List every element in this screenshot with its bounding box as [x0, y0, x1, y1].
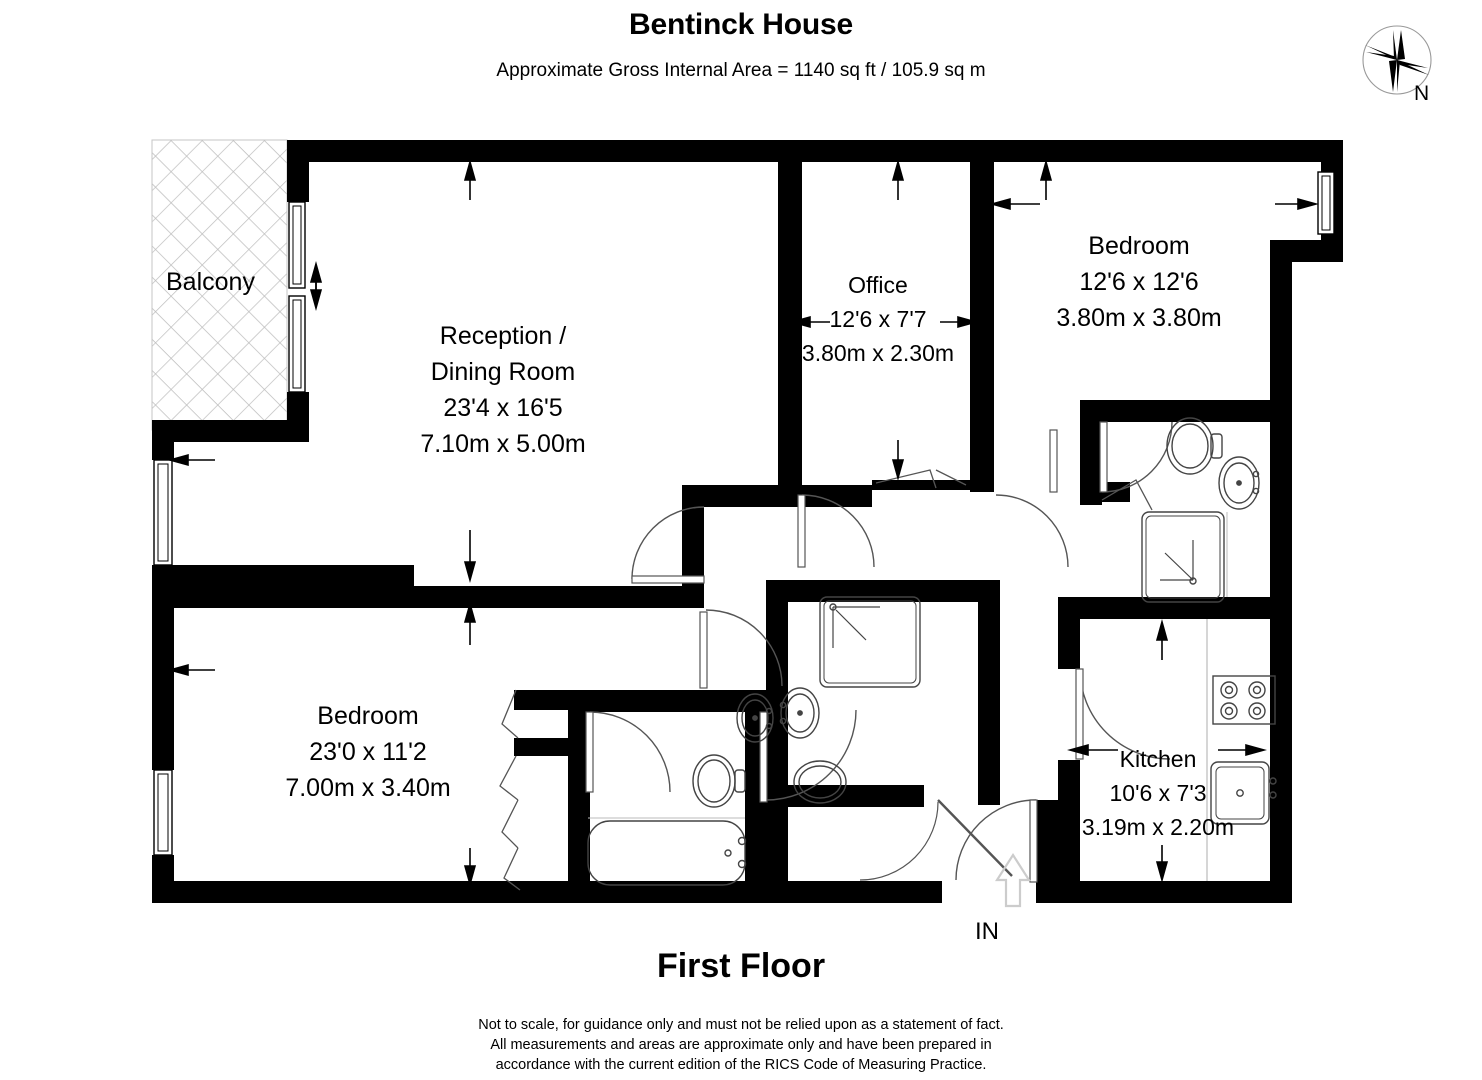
room-label-office: Office 12'6 x 7'7 3.80m x 2.30m — [801, 272, 955, 366]
compass-rose: N — [1352, 18, 1462, 108]
dim-office-horizontal — [789, 315, 979, 329]
window-balcony-door — [288, 201, 306, 393]
floorplan-drawing — [151, 139, 1343, 908]
disclaimer-line-2: All measurements and areas are approxima… — [490, 1037, 992, 1053]
fixture-toilet-central — [793, 760, 847, 804]
fixture-sink-kitchen — [1210, 761, 1277, 825]
page-subtitle: Approximate Gross Internal Area = 1140 s… — [496, 60, 986, 81]
window-reception-left — [153, 459, 173, 566]
fixture-bathtub-main — [587, 817, 747, 886]
door-reception-hall — [631, 506, 705, 584]
fixture-toilet-ensuite — [1166, 417, 1223, 475]
windows — [153, 171, 1335, 856]
dim-balcony-vertical — [309, 261, 323, 311]
door-corridor-angled — [859, 799, 1013, 881]
fixture-basin-main — [736, 693, 774, 743]
door-bedroom-main — [995, 429, 1069, 568]
door-kitchen — [1075, 668, 1171, 760]
fixture-basin-ensuite — [1218, 456, 1260, 510]
doors — [499, 421, 1173, 891]
window-bedroom-bay — [1317, 171, 1335, 235]
disclaimer-line-1: Not to scale, for guidance only and must… — [478, 1017, 1004, 1033]
dim-bedroom-main — [989, 159, 1319, 211]
door-main-bathroom — [585, 711, 671, 793]
door-entrance — [955, 799, 1038, 883]
wardrobe-bifold-doors — [499, 689, 521, 891]
page-title: Bentinck House — [629, 8, 853, 41]
fixture-basin-central — [779, 687, 820, 739]
entrance-label: IN — [975, 918, 999, 945]
floor-label: First Floor — [656, 947, 826, 985]
dim-office-vertical — [891, 159, 905, 481]
dim-reception-vertical — [463, 159, 477, 887]
door-ensuite — [1099, 421, 1173, 493]
dimension-arrows — [167, 159, 1319, 887]
room-label-kitchen: Kitchen 10'6 x 7'3 3.19m x 2.20m — [1081, 746, 1235, 840]
fixture-toilet-main — [692, 754, 746, 808]
dim-left-horizontal — [167, 453, 215, 677]
disclaimer-line-3: accordance with the current edition of t… — [495, 1057, 987, 1073]
door-hall-corridor — [699, 609, 783, 689]
door-central-bathroom — [759, 709, 857, 803]
dim-ensuite-vertical — [1155, 619, 1169, 660]
fixture-shower-central — [819, 596, 921, 688]
disclaimer: Not to scale, for guidance only and must… — [0, 1015, 1482, 1075]
room-label-reception-dining: Reception / Dining Room 23'4 x 16'5 7.10… — [420, 322, 586, 458]
door-office — [797, 494, 875, 568]
balcony-area — [151, 139, 288, 431]
compass-north-label: N — [1414, 82, 1430, 105]
fixture-hob-kitchen — [1212, 675, 1276, 725]
room-label-bedroom-main: Bedroom 12'6 x 12'6 3.80m x 3.80m — [1056, 232, 1222, 332]
room-label-balcony: Balcony — [166, 268, 255, 296]
dim-kitchen — [1067, 743, 1267, 883]
entrance-arrow-icon — [994, 852, 1032, 908]
fixture-shower-ensuite — [1141, 511, 1228, 603]
fixtures — [587, 417, 1277, 886]
compass-rose-icon — [1362, 25, 1432, 95]
door-ensuite-shower — [1101, 479, 1153, 511]
door-office-threshold — [875, 469, 967, 489]
window-bedroom-left — [153, 769, 173, 856]
room-label-bedroom-second: Bedroom 23'0 x 11'2 7.00m x 3.40m — [285, 702, 451, 802]
